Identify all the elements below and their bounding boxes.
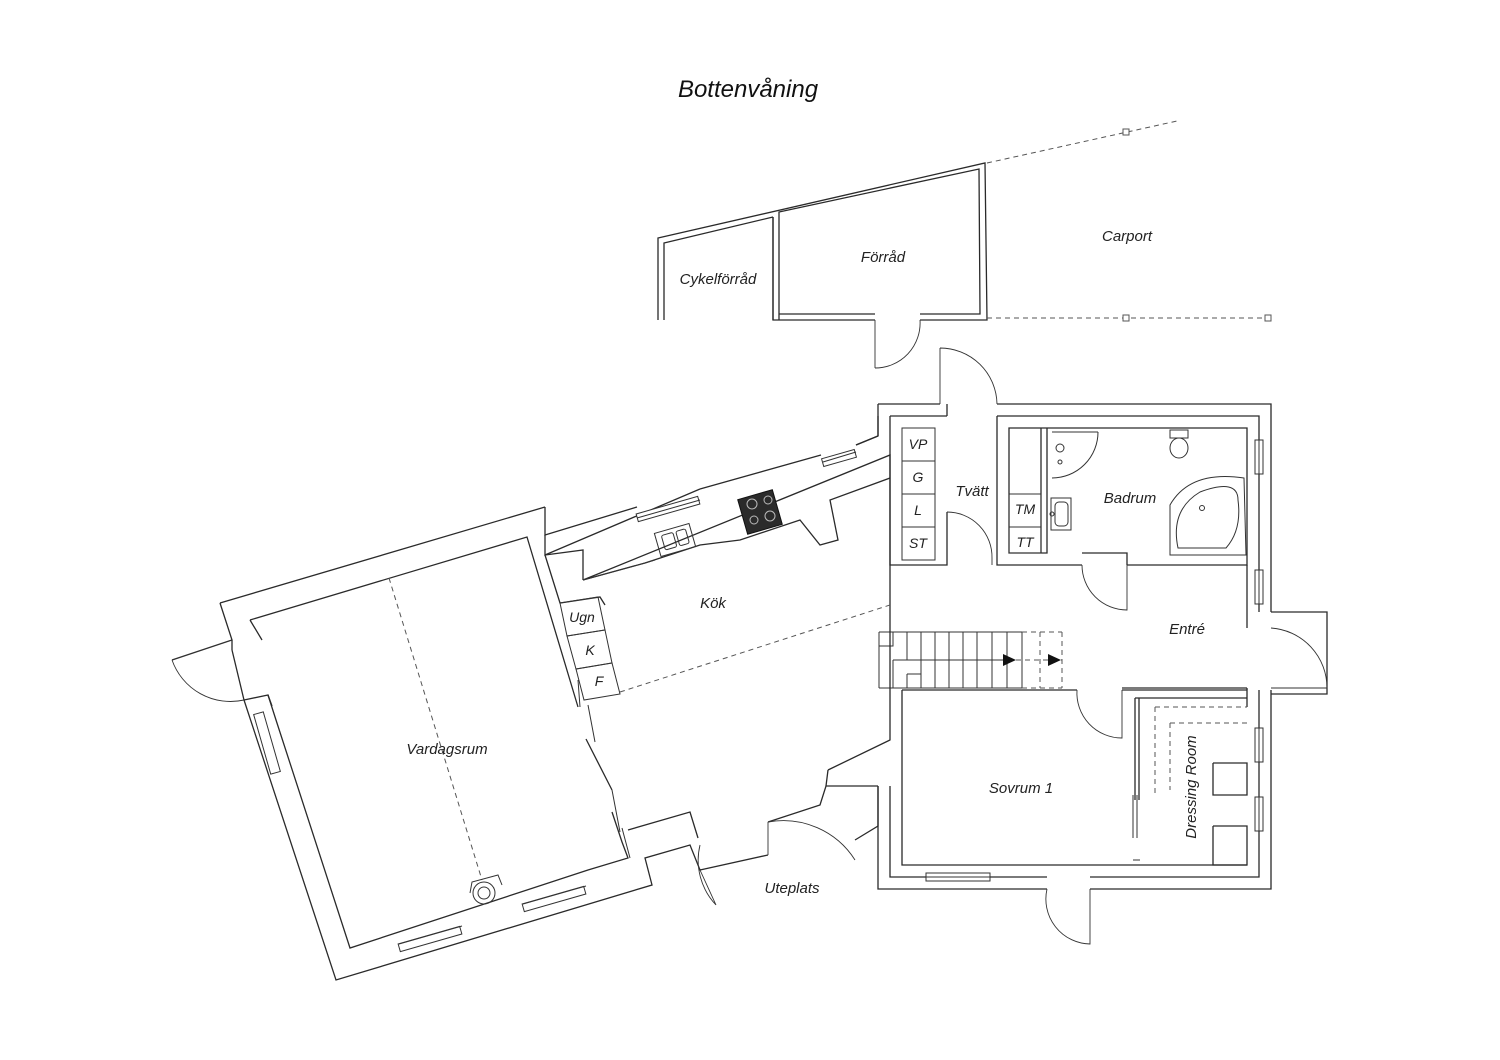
room-label-entre: Entré [1169, 621, 1205, 638]
room-label-vardagsrum: Vardagsrum [406, 741, 487, 758]
corner-bathtub-icon [1169, 476, 1247, 556]
appliance-f: F [595, 673, 605, 689]
sink-icon [1049, 497, 1072, 531]
fireplace-icon [469, 874, 503, 905]
living-room-division [388, 577, 483, 881]
appliance-st: ST [909, 535, 928, 551]
carport-post [1264, 314, 1272, 322]
carport-post [1122, 314, 1130, 322]
stairs-arrow-icon [1048, 654, 1061, 666]
appliance-g: G [913, 469, 924, 485]
appliance-tt: TT [1016, 534, 1035, 550]
room-label-forrad: Förråd [861, 249, 906, 266]
appliance-vp: VP [909, 436, 928, 452]
room-label-sovrum1: Sovrum 1 [989, 780, 1053, 797]
room-label-dressing-room: Dressing Room [1183, 735, 1200, 838]
appliance-tm: TM [1015, 501, 1036, 517]
sink-icon [653, 522, 697, 558]
room-label-kok: Kök [700, 595, 727, 612]
room-label-tvatt: Tvätt [955, 483, 989, 500]
cooktop-icon [737, 489, 783, 535]
room-label-cykelforrad: Cykelförråd [680, 271, 757, 288]
appliance-k: K [585, 642, 595, 658]
appliance-ugn: Ugn [569, 609, 595, 625]
kitchen-division [619, 604, 891, 693]
carport-post [1122, 128, 1130, 136]
stairs-arrow-icon [1003, 654, 1016, 666]
forrad-door [874, 319, 921, 369]
toilet-icon [1169, 429, 1189, 459]
right-wing-doors [939, 347, 1328, 945]
right-wing-windows [925, 439, 1264, 882]
carport-edge-top [986, 120, 1178, 164]
room-label-uteplats: Uteplats [764, 880, 820, 897]
outbuildings [657, 120, 1272, 369]
room-label-badrum: Badrum [1104, 490, 1157, 507]
kitchen-left-cabinets [559, 596, 621, 701]
left-wing-windows [253, 448, 858, 953]
kitchen-counter [582, 489, 783, 581]
room-label-carport: Carport [1102, 228, 1153, 245]
staircase [878, 631, 1063, 689]
appliance-l: L [914, 502, 922, 518]
plan-title: Bottenvåning [678, 76, 819, 103]
left-wing-doors [171, 639, 856, 906]
laundry-appliances [901, 427, 1042, 561]
bathroom-fixtures [1049, 429, 1247, 556]
